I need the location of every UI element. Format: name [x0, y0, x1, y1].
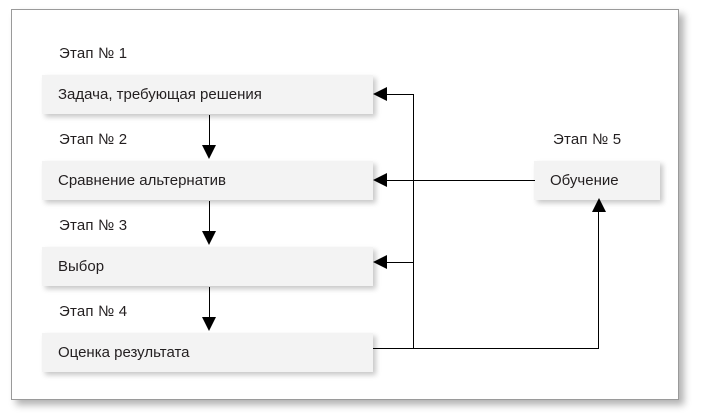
connector-stage3-stage4-line: [209, 287, 210, 319]
stage-label-3: Этап № 3: [59, 217, 128, 234]
stage-label-4: Этап № 4: [59, 303, 128, 320]
stage-label-1: Этап № 1: [59, 45, 128, 62]
process-box-1[interactable]: Задача, требующая решения: [42, 75, 373, 114]
feedback-line-to-stage2: [387, 180, 535, 181]
process-box-5-text: Обучение: [550, 172, 619, 189]
process-box-5[interactable]: Обучение: [534, 161, 660, 200]
stage-label-2: Этап № 2: [59, 131, 128, 148]
feedback-line-to-stage1: [387, 94, 414, 95]
diagram-frame: Этап № 1 Задача, требующая решения Этап …: [11, 9, 679, 400]
process-box-3-text: Выбор: [58, 258, 105, 275]
arrow-up-icon-to-stage5: [592, 198, 606, 212]
connector-stage1-stage2-line: [209, 115, 210, 147]
return-line-riser: [598, 210, 599, 349]
process-box-2[interactable]: Сравнение альтернатив: [42, 161, 373, 200]
arrow-down-icon-stage2-stage3: [202, 231, 216, 245]
process-box-2-text: Сравнение альтернатив: [58, 172, 226, 189]
arrow-down-icon-stage1-stage2: [202, 145, 216, 159]
arrow-left-icon-to-stage1: [373, 87, 387, 101]
feedback-spine-line: [413, 94, 414, 348]
process-box-4[interactable]: Оценка результата: [42, 333, 373, 372]
process-box-3[interactable]: Выбор: [42, 247, 373, 286]
stage-label-5: Этап № 5: [553, 131, 622, 148]
return-line-stage4-bottom: [373, 348, 599, 349]
feedback-line-to-stage3: [387, 262, 414, 263]
arrow-down-icon-stage3-stage4: [202, 317, 216, 331]
process-box-4-text: Оценка результата: [58, 344, 190, 361]
arrow-left-icon-to-stage3: [373, 255, 387, 269]
arrow-left-icon-to-stage2: [373, 173, 387, 187]
process-box-1-text: Задача, требующая решения: [58, 86, 262, 103]
connector-stage2-stage3-line: [209, 201, 210, 233]
